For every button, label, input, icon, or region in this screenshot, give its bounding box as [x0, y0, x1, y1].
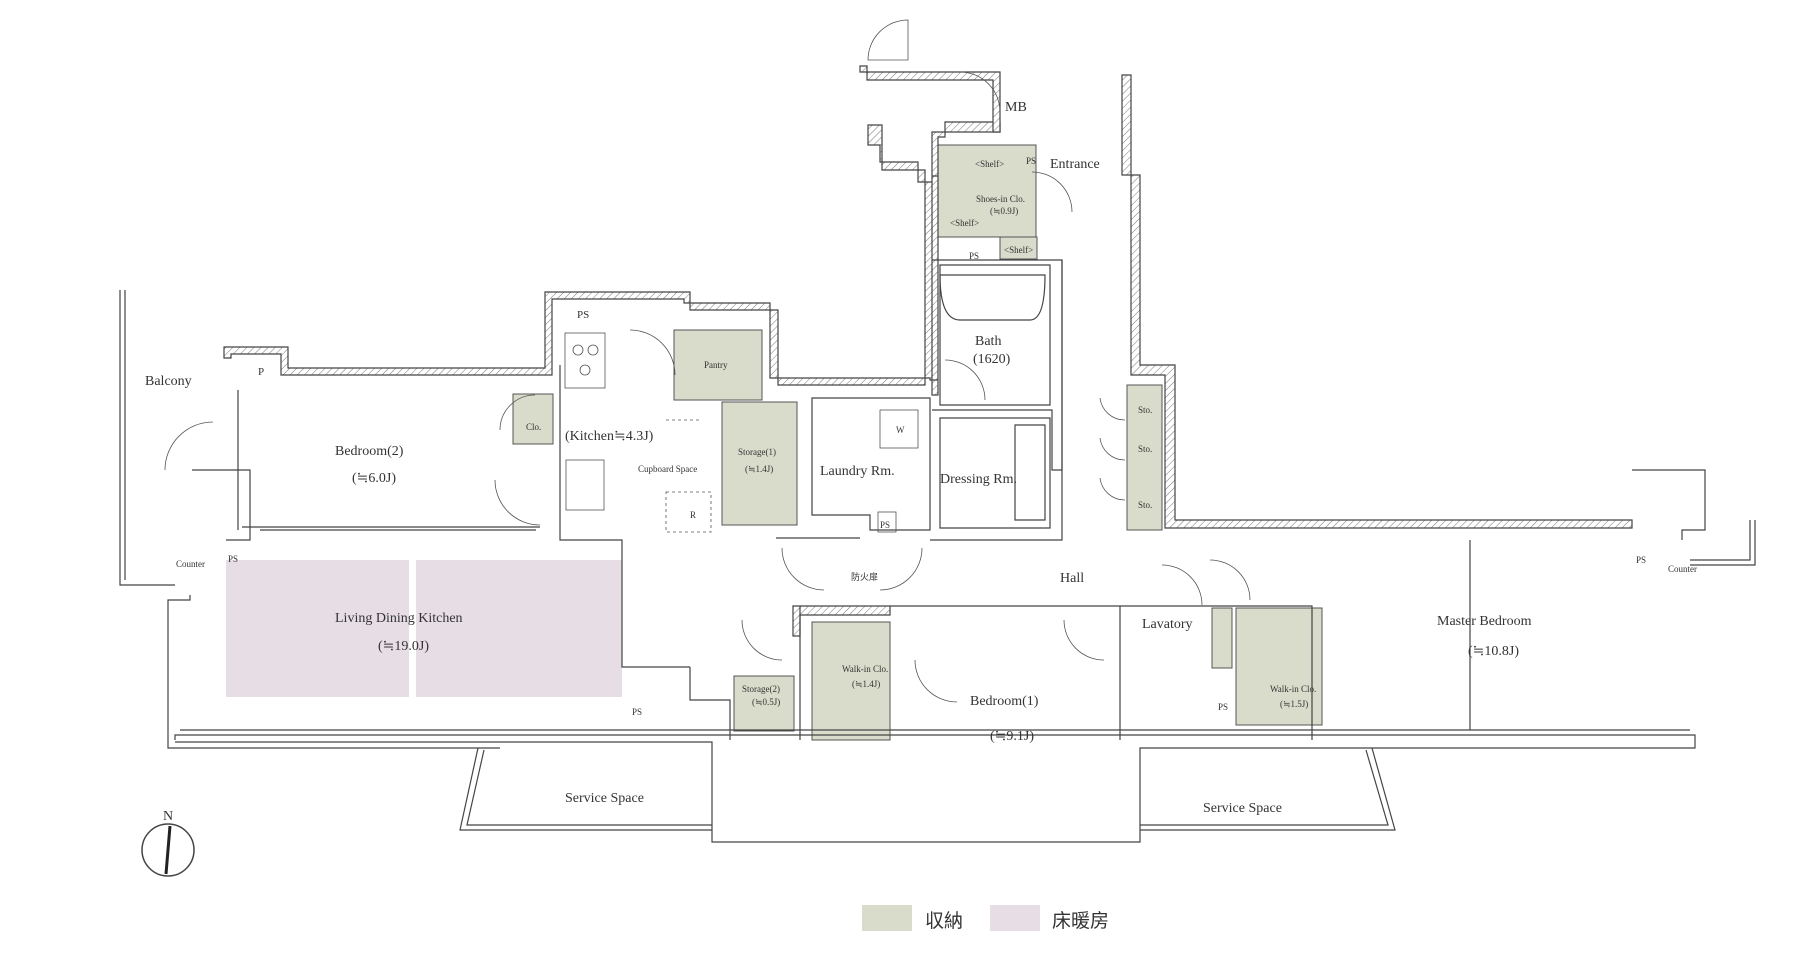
label-shoes: Shoes-in Clo.: [976, 194, 1025, 204]
label-bedroom2: Bedroom(2): [335, 444, 404, 459]
label-cupboard: Cupboard Space: [638, 464, 697, 474]
legend-storage-label: 収納: [925, 910, 963, 932]
label-storage2-area: (≒0.5J): [752, 697, 780, 707]
compass-icon: [141, 823, 195, 877]
label-laundry: Laundry Rm.: [820, 464, 895, 479]
label-ps-left: PS: [228, 554, 238, 564]
label-ps-entrance: PS: [1026, 156, 1036, 166]
kitchen-fixtures: [564, 332, 919, 533]
label-walkin2-area: (≒1.5J): [1280, 699, 1308, 709]
label-counter-right: Counter: [1668, 564, 1697, 574]
label-w: W: [896, 425, 905, 435]
label-clo: Clo.: [526, 422, 541, 432]
label-north: N: [163, 809, 173, 824]
label-r: R: [690, 510, 696, 520]
label-walkin2: Walk-in Clo.: [1270, 684, 1316, 694]
label-ps-laundry: PS: [880, 520, 890, 530]
floor-heating-area: [226, 560, 622, 697]
label-entrance: Entrance: [1050, 157, 1100, 172]
label-bedroom1: Bedroom(1): [970, 694, 1039, 709]
label-ps-shoes: PS: [969, 251, 979, 261]
label-bath: Bath: [975, 334, 1001, 349]
label-pantry: Pantry: [704, 360, 728, 370]
label-ps-kitchen: PS: [577, 309, 589, 321]
label-bedroom2-area: (≒6.0J): [352, 471, 396, 486]
label-storage2: Storage(2): [742, 684, 780, 694]
legend-heating-swatch: [990, 905, 1040, 931]
label-kitchen: (Kitchen≒4.3J): [565, 429, 654, 444]
label-bath-size: (1620): [973, 352, 1011, 367]
label-ps-right: PS: [1218, 702, 1228, 712]
label-shelf-mid: <Shelf>: [950, 218, 979, 228]
label-storage1: Storage(1): [738, 447, 776, 457]
label-ldk: Living Dining Kitchen: [335, 611, 463, 626]
storage-areas: [512, 144, 1323, 741]
label-walkin1-area: (≒1.4J): [852, 679, 880, 689]
label-hall: Hall: [1060, 571, 1084, 586]
label-lavatory: Lavatory: [1142, 617, 1193, 632]
label-p: P: [258, 366, 264, 378]
doors: [164, 19, 1251, 703]
legend-heating-label: 床暖房: [1052, 910, 1109, 932]
service-balconies: [119, 290, 1756, 831]
label-ldk-area: (≒19.0J): [378, 639, 429, 654]
label-bedroom1-area: (≒9.1J): [990, 729, 1034, 744]
walls: [223, 65, 1633, 637]
label-service-right: Service Space: [1203, 801, 1282, 816]
label-fire-door: 防火扉: [851, 571, 878, 582]
label-shoes-area: (≒0.9J): [990, 206, 1018, 216]
label-mb: MB: [1005, 100, 1027, 115]
label-sto-2: Sto.: [1138, 444, 1152, 454]
label-sto-3: Sto.: [1138, 500, 1152, 510]
label-service-left: Service Space: [565, 791, 644, 806]
label-balcony: Balcony: [145, 374, 192, 389]
label-ps-service-left: PS: [632, 707, 642, 717]
label-walkin1: Walk-in Clo.: [842, 664, 888, 674]
label-sto-1: Sto.: [1138, 405, 1152, 415]
label-master: Master Bedroom: [1437, 614, 1532, 629]
label-dressing: Dressing Rm.: [940, 472, 1017, 487]
label-shelf-top: <Shelf>: [975, 159, 1004, 169]
outline: [167, 259, 1706, 843]
label-storage1-area: (≒1.4J): [745, 464, 773, 474]
legend-storage-swatch: [862, 905, 912, 931]
label-shelf-bottom: <Shelf>: [1004, 245, 1033, 255]
label-ps-master: PS: [1636, 555, 1646, 565]
label-counter-left: Counter: [176, 559, 205, 569]
label-master-area: (≒10.8J): [1468, 644, 1519, 659]
